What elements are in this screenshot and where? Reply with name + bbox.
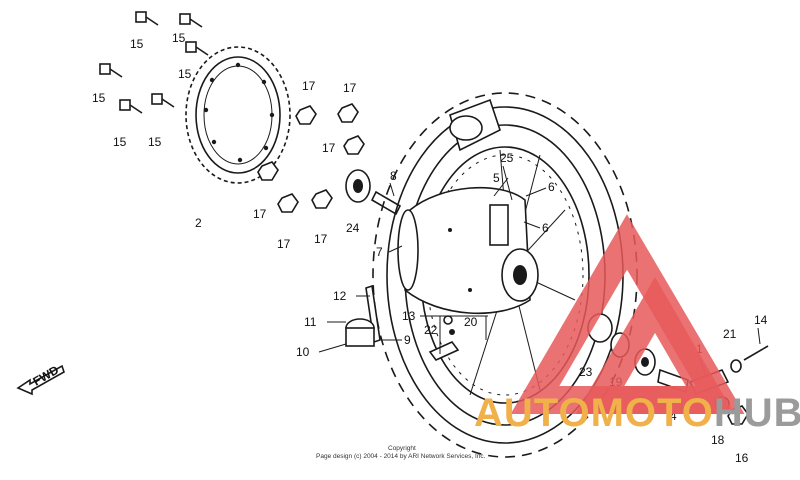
callout-20: 20 [464,315,478,329]
rim-lock [428,315,460,361]
callout-17: 17 [277,237,291,251]
callout-6: 6 [548,180,555,194]
callout-15: 15 [92,91,106,105]
callout-18: 18 [711,433,725,447]
rear-sprocket [185,46,291,184]
callout-2: 2 [195,216,202,230]
callout-13: 13 [402,309,416,323]
callout-22: 22 [424,323,438,337]
callout-6: 6 [542,221,549,235]
bolt-15-b [179,13,203,28]
callout-7: 7 [376,245,383,259]
callout-17: 17 [314,232,328,246]
callout-24: 24 [346,221,360,235]
callout-23: 23 [579,365,593,379]
callout-15: 15 [178,67,192,81]
brake-panel-arm [449,98,501,152]
rim-band-and-tube [345,284,381,347]
watermark-text-secondary: HUB [714,391,800,435]
sprocket-bolts [99,11,209,114]
watermark-text-primary: AUTOMOTO [474,391,714,435]
callout-15: 15 [130,37,144,51]
svg-text:AUTOMOTOHUB: AUTOMOTOHUB [474,391,800,435]
bolt-14 [743,345,769,361]
callout-25: 25 [500,151,514,165]
callout-11: 11 [304,315,317,329]
bolt-15-c [185,41,209,56]
callout-14: 14 [754,313,768,327]
callout-17: 17 [253,207,267,221]
fwd-arrow: FWD [16,363,65,396]
callout-5: 5 [493,171,500,185]
callout-16: 16 [735,451,749,465]
bolt-15-d [99,63,123,78]
callout-17: 17 [343,81,357,95]
callout-15: 15 [113,135,127,149]
bolt-15-a [135,11,159,26]
callout-9: 9 [404,333,411,347]
sprocket-nuts [257,103,365,213]
watermark-logo: AUTOMOTOHUB [474,214,800,435]
copyright-block: Copyright Page design (c) 2004 - 2014 by… [316,445,486,460]
rear-hub [397,186,539,315]
callout-4: 4 [670,409,677,423]
callout-17: 17 [322,141,336,155]
copyright-line-1: Copyright [388,445,416,452]
callout-12: 12 [333,289,347,303]
spacer-8 [370,190,402,216]
bolt-15-f [151,93,175,108]
callout-10: 10 [296,345,310,359]
callout-17: 17 [302,79,316,93]
callout-21: 21 [723,327,737,341]
callout-15: 15 [172,31,186,45]
callout-8: 8 [390,169,397,183]
callout-15: 15 [148,135,162,149]
fwd-label: FWD [31,363,62,389]
bearing-24 [345,169,371,203]
washer-21 [730,359,742,373]
copyright-line-2: Page design (c) 2004 - 2014 by ARI Netwo… [316,453,486,460]
bolt-15-e [119,99,143,114]
